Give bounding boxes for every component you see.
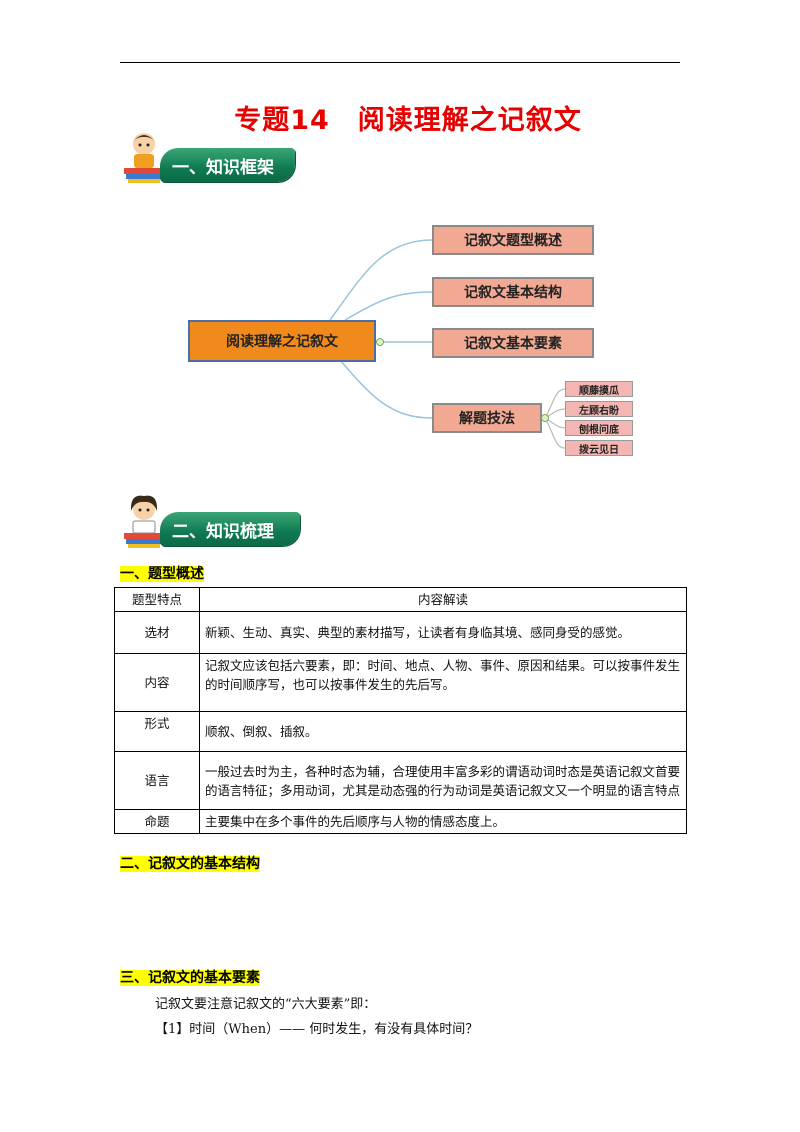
mindmap-center: 阅读理解之记叙文: [188, 320, 376, 362]
mindmap-branch-structure: 记叙文基本结构: [432, 277, 594, 307]
mindmap-leaf: 拨云见日: [565, 440, 633, 456]
subsection-heading: 三、记叙文的基本要素: [120, 970, 260, 986]
mindmap-branch-techniques: 解题技法: [432, 403, 542, 433]
mindmap-leaf: 顺藤摸瓜: [565, 381, 633, 397]
table-header-cell: 内容解读: [199, 587, 687, 612]
mindmap-branch-overview: 记叙文题型概述: [432, 225, 594, 255]
table-row: 形式 顺叙、倒叙、插叙。: [114, 711, 687, 752]
page-title: 专题14 阅读理解之记叙文: [234, 105, 582, 136]
table-header-row: 题型特点 内容解读: [114, 587, 687, 612]
body-paragraph: 【1】时间（When）—— 何时发生，有没有具体时间？: [155, 1022, 479, 1037]
kid-reading-icon: [124, 495, 164, 548]
overview-table: 题型特点 内容解读 选材 新颖、生动、真实、典型的素材描写，让读者有身临其境、感…: [114, 587, 687, 834]
table-value-cell: 主要集中在多个事件的先后顺序与人物的情感态度上。: [199, 809, 687, 834]
table-row: 内容 记叙文应该包括六要素，即：时间、地点、人物、事件、原因和结果。可以按事件发…: [114, 653, 687, 712]
subsection-heading: 二、记叙文的基本结构: [120, 856, 260, 872]
kid-reading-icon: [124, 133, 164, 183]
body-paragraph: 记叙文要注意记叙文的“六大要素”即：: [155, 997, 377, 1012]
mindmap-leaf: 左顾右盼: [565, 401, 633, 417]
table-value-cell: 新颖、生动、真实、典型的素材描写，让读者有身临其境、感同身受的感觉。: [199, 611, 687, 654]
section-banner-framework: 一、知识框架: [160, 148, 295, 182]
mindmap-leaf: 刨根问底: [565, 420, 633, 436]
table-value-cell: 一般过去时为主，各种时态为辅，合理使用丰富多彩的谓语动词时态是英语记叙文首要的语…: [199, 751, 687, 810]
table-row: 选材 新颖、生动、真实、典型的素材描写，让读者有身临其境、感同身受的感觉。: [114, 611, 687, 654]
table-header-cell: 题型特点: [114, 587, 200, 612]
table-key-cell: 选材: [114, 611, 200, 654]
mindmap-connectors: [329, 239, 566, 449]
table-key-cell: 语言: [114, 751, 200, 810]
subsection-heading: 一、题型概述: [120, 566, 204, 582]
table-row: 语言 一般过去时为主，各种时态为辅，合理使用丰富多彩的谓语动词时态是英语记叙文首…: [114, 751, 687, 810]
section-banner-review: 二、知识梳理: [160, 512, 300, 546]
table-key-cell: 内容: [114, 653, 200, 712]
header-rule: [120, 62, 680, 63]
table-row: 命题 主要集中在多个事件的先后顺序与人物的情感态度上。: [114, 809, 687, 834]
mindmap-node: [541, 414, 549, 422]
table-value-cell: 顺叙、倒叙、插叙。: [199, 711, 687, 752]
mindmap-branch-elements: 记叙文基本要素: [432, 328, 594, 358]
mindmap-node: [376, 338, 384, 346]
section-label: 二、知识梳理: [172, 521, 274, 542]
table-key-cell: 命题: [114, 809, 200, 834]
table-key-cell: 形式: [114, 711, 200, 752]
table-value-cell: 记叙文应该包括六要素，即：时间、地点、人物、事件、原因和结果。可以按事件发生的时…: [199, 653, 687, 712]
section-label: 一、知识框架: [172, 157, 274, 178]
